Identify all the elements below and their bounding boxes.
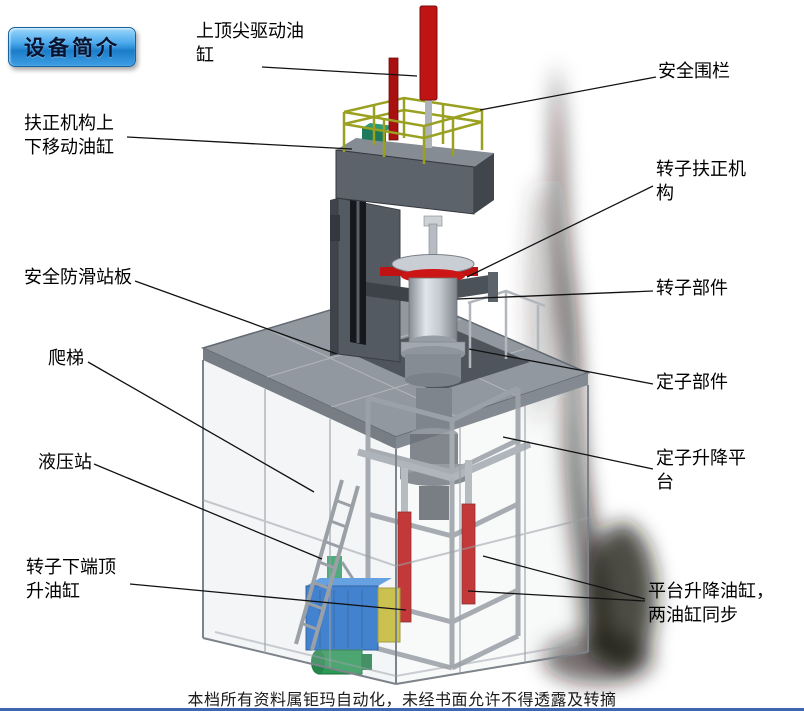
rotor-assembly (366, 215, 498, 387)
label-stator-lift-platform: 定子升降平台 (656, 448, 746, 492)
label-centering-cylinder: 扶正机构上下移动油缸 (24, 113, 114, 157)
safety-railing-front (343, 108, 483, 164)
label-antislip-board: 安全防滑站板 (24, 267, 132, 287)
label-platform-lift-cylinder: 平台升降油缸，两油缸同步 (648, 581, 774, 625)
upper-right-frame (467, 289, 546, 368)
label-rotor-centering: 转子扶正机构 (656, 159, 746, 203)
label-ladder: 爬梯 (48, 348, 84, 368)
title-badge: 设备简介 (8, 27, 136, 67)
footer-note: 本档所有资料属钜玛自动化，未经书面允许不得透露及转摘 (187, 692, 617, 709)
bottom-divider (0, 708, 804, 711)
top-drive-cylinder (388, 5, 438, 148)
platform-lift-cylinders (397, 460, 476, 623)
press-head (335, 123, 494, 215)
label-top-cylinder: 上顶尖驱动油缸 (196, 21, 304, 65)
label-hydraulic-station: 液压站 (38, 452, 92, 472)
label-rotor-bottom-cylinder: 转子下端顶升油缸 (26, 557, 116, 601)
leader-lines (87, 66, 657, 611)
enclosure (202, 360, 589, 685)
title-badge-label: 设备简介 (24, 37, 120, 60)
label-safety-fence: 安全围栏 (658, 61, 730, 81)
label-rotor-part: 转子部件 (656, 278, 728, 298)
label-stator-part: 定子部件 (656, 372, 728, 392)
